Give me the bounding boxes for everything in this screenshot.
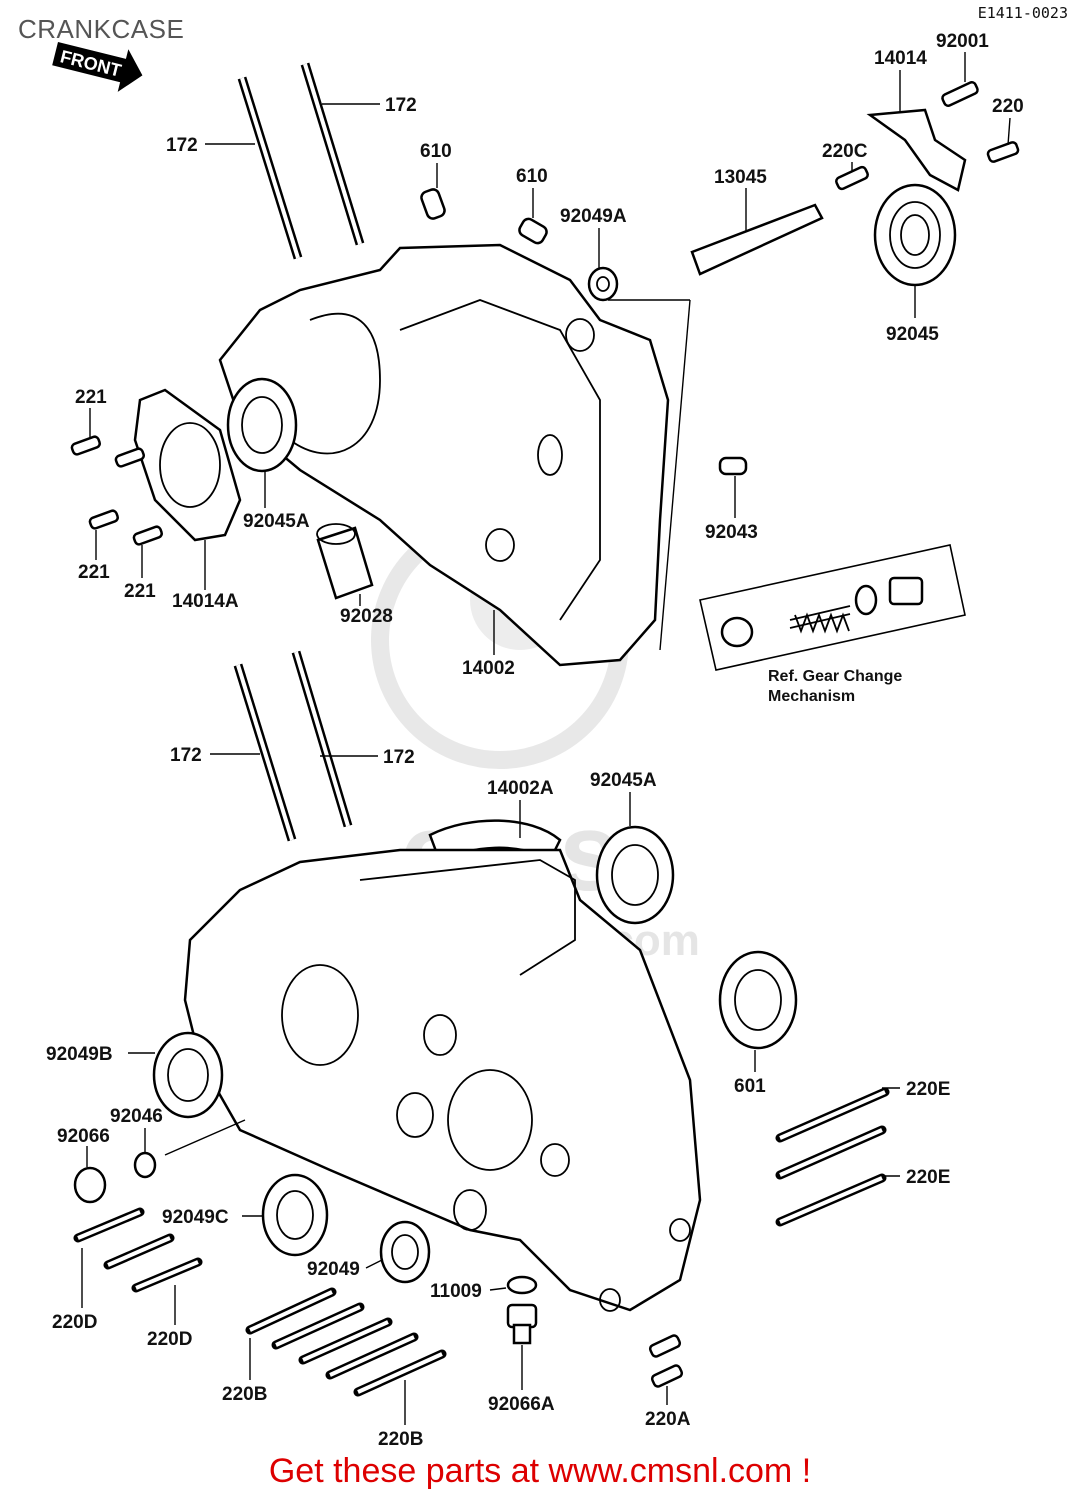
callout-220E-upper: 220E	[906, 1079, 950, 1100]
crankcase-upper-slot	[537, 434, 563, 476]
washer-92046	[133, 1151, 157, 1179]
bearing-92045	[873, 183, 957, 287]
crankcase-upper-14002	[218, 243, 670, 667]
callout-92049A: 92049A	[560, 206, 627, 227]
crankcase-lower-hole-d	[540, 1143, 570, 1177]
bearing-92045A-upper	[226, 377, 298, 473]
screw-221-c	[88, 509, 119, 530]
crankcase-upper-rib	[399, 299, 601, 621]
callout-220D-left: 220D	[52, 1312, 97, 1333]
seal-92049B	[152, 1031, 224, 1119]
bolt-220	[986, 141, 1020, 163]
stud-172-upper-right	[300, 62, 365, 246]
crankcase-lower-hole-c	[453, 1189, 487, 1231]
seal-92049	[379, 1220, 431, 1284]
callout-172-upper-left: 172	[166, 135, 198, 156]
screw-221-d	[132, 525, 163, 546]
callout-92049: 92049	[307, 1259, 360, 1280]
stud-172-lower-right	[291, 650, 353, 828]
screw-221-a	[70, 435, 101, 456]
collar-92028	[316, 523, 374, 600]
parts-call-to-action[interactable]: Get these parts at www.cmsnl.com !	[268, 1452, 812, 1490]
callout-221-bottom-right: 221	[124, 581, 156, 602]
callout-172-upper-right: 172	[385, 95, 417, 116]
callout-220B-left: 220B	[222, 1384, 267, 1405]
bolt-set-220B	[245, 1287, 447, 1397]
callout-220B-right: 220B	[378, 1429, 423, 1450]
crankcase-upper-bore	[289, 313, 381, 455]
callout-221-bottom-left: 221	[78, 562, 110, 583]
callout-92045A-lower: 92045A	[590, 770, 657, 791]
callout-220C: 220C	[822, 141, 868, 162]
gear-change-reference-box	[699, 544, 966, 671]
reference-note-line2: Mechanism	[768, 688, 855, 705]
callout-14002A: 14002A	[487, 778, 554, 799]
callout-14014: 14014	[874, 48, 927, 69]
bolt-set-220D	[73, 1207, 203, 1293]
diagram-code: E1411-0023	[977, 4, 1068, 22]
bearing-92045A-lower	[595, 825, 675, 925]
screw-221-b	[114, 447, 145, 468]
callout-92049B: 92049B	[46, 1044, 113, 1065]
seal-92049C	[261, 1173, 329, 1257]
gasket-14014A	[133, 388, 242, 542]
callout-labels: 172 172 610 610 92049A 13045 14014 92001…	[46, 31, 1024, 1450]
callout-11009: 11009	[430, 1281, 482, 1302]
callout-610-right: 610	[516, 166, 548, 187]
crankcase-lower-secondary-bore	[447, 1069, 533, 1171]
pin-92043	[718, 456, 748, 476]
seal-92049A	[587, 266, 619, 302]
bolt-220C	[835, 165, 869, 191]
crankcase-upper-hole	[565, 318, 595, 352]
callout-221-top: 221	[75, 387, 107, 408]
cap-92066	[73, 1166, 107, 1204]
callout-601: 601	[734, 1076, 766, 1097]
bearing-601	[718, 950, 798, 1050]
page-title: CRANKCASE	[18, 14, 185, 44]
plate-14014	[866, 108, 967, 192]
callout-610-left: 610	[420, 141, 452, 162]
callout-14002: 14002	[462, 658, 515, 679]
crankcase-lower-main-bore	[281, 964, 359, 1066]
callout-172-lower-right: 172	[383, 747, 415, 768]
bolt-92001	[941, 81, 979, 107]
callout-92028: 92028	[340, 606, 393, 627]
bolt-set-220A	[648, 1334, 684, 1388]
crankcase-lower-top-rib	[359, 859, 576, 976]
callout-92045A-upper: 92045A	[243, 511, 310, 532]
reference-note-line1: Ref. Gear Change	[768, 668, 902, 685]
callout-92045: 92045	[886, 324, 939, 345]
plug-92066A	[506, 1303, 538, 1345]
stud-172-upper-left	[237, 76, 303, 260]
callout-220: 220	[992, 96, 1024, 117]
callout-13045: 13045	[714, 167, 767, 188]
crankcase-lower-hole-b	[396, 1092, 434, 1138]
leader-lines	[81, 52, 1011, 1425]
callout-92001: 92001	[936, 31, 989, 52]
callout-92066: 92066	[57, 1126, 110, 1147]
callout-220E-lower: 220E	[906, 1167, 950, 1188]
front-direction-badge: FRONT	[52, 42, 143, 92]
dowel-pin-610-left	[420, 188, 446, 220]
callout-92049C: 92049C	[162, 1207, 229, 1228]
callout-220D-right: 220D	[147, 1329, 192, 1350]
callout-14014A: 14014A	[172, 591, 239, 612]
bolt-set-220E	[775, 1087, 890, 1227]
stud-172-lower-left	[233, 663, 297, 842]
washer-11009	[506, 1275, 538, 1295]
callout-92066A: 92066A	[488, 1394, 555, 1415]
callout-172-lower-left: 172	[170, 745, 202, 766]
callout-92046: 92046	[110, 1106, 163, 1127]
callout-220A: 220A	[645, 1409, 691, 1430]
guide-rail-13045	[690, 203, 824, 276]
crankcase-upper-hole-lower	[485, 528, 515, 562]
crankcase-lower-hole-a	[423, 1014, 457, 1056]
dowel-pin-610-right	[518, 217, 548, 245]
callout-92043: 92043	[705, 522, 758, 543]
crankcase-lower-hole-e	[599, 1288, 621, 1312]
crankcase-lower-hole-f	[669, 1218, 691, 1242]
